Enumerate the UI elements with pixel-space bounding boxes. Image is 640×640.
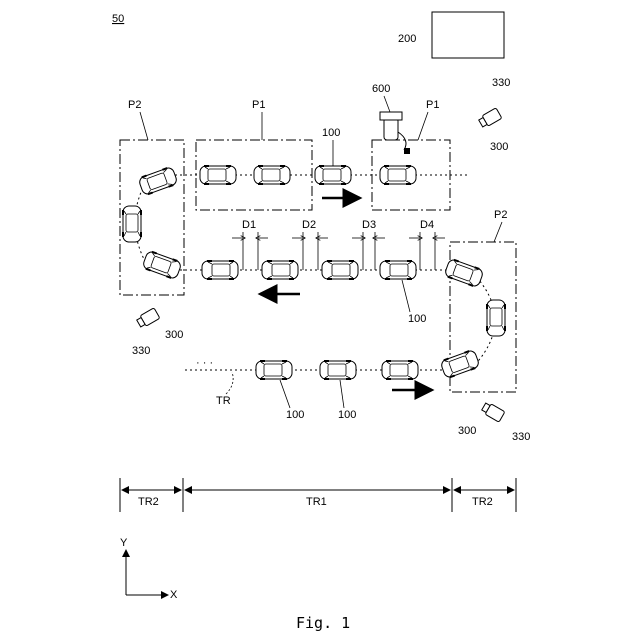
- server-label: 200: [398, 33, 416, 45]
- vehicle-label-bottom-a: 100: [286, 409, 304, 421]
- vehicle-bottom-3: [382, 360, 418, 380]
- gap-label-d4: D4: [420, 219, 434, 231]
- camera-label-bottom-right-330: 330: [512, 431, 530, 443]
- figure-caption: Fig. 1: [296, 614, 350, 632]
- leader-charger: [384, 96, 390, 112]
- leader-p1-right: [418, 112, 428, 140]
- region-label-left: TR2: [138, 496, 159, 508]
- region-label-right: TR2: [472, 496, 493, 508]
- gap-label-d1: D1: [242, 219, 256, 231]
- vehicle-label-bottom-b: 100: [338, 409, 356, 421]
- gap-label-d2: D2: [302, 219, 316, 231]
- camera-label-bottom-right-300: 300: [458, 425, 476, 437]
- camera-icon-middle-left: [136, 308, 160, 329]
- zone-label-p1-left: P1: [252, 99, 265, 111]
- vehicle-top-1: [200, 165, 236, 185]
- vehicle-middle-2: [262, 260, 298, 280]
- region-label-center: TR1: [306, 496, 327, 508]
- leader-vehicle-middle: [402, 280, 410, 312]
- vehicle-p2-right-2: [486, 300, 506, 336]
- vehicle-top-2: [254, 165, 290, 185]
- track-dots: · · ·: [196, 357, 213, 369]
- leader-track: [226, 372, 233, 394]
- vehicle-p2-left-3: [142, 249, 183, 280]
- camera-icon-bottom-right: [481, 401, 505, 422]
- vehicle-middle-3: [322, 260, 358, 280]
- zone-label-p2-left: P2: [128, 99, 141, 111]
- camera-label-middle-left-330: 330: [132, 345, 150, 357]
- vehicle-p2-right-3: [440, 348, 481, 379]
- track-label: TR: [216, 395, 231, 407]
- vehicle-top-3: [315, 165, 351, 185]
- vehicle-top-charging: [380, 165, 416, 185]
- vehicle-bottom-1: [256, 360, 292, 380]
- leader-p2-right: [494, 222, 502, 242]
- charger-icon: [380, 112, 410, 154]
- camera-label-top-right-330: 330: [492, 77, 510, 89]
- camera-icon-top-right: [478, 108, 502, 129]
- y-axis-label: Y: [120, 537, 128, 549]
- vehicle-label-middle: 100: [408, 313, 426, 325]
- vehicle-p2-left-1: [138, 165, 179, 196]
- vehicle-bottom-2: [320, 360, 356, 380]
- leader-vehicle-bottom-a: [280, 380, 290, 408]
- camera-label-top-right-300: 300: [490, 141, 508, 153]
- vehicle-p2-left-2: [122, 206, 142, 242]
- camera-label-middle-left-300: 300: [165, 329, 183, 341]
- server-box: [432, 12, 504, 58]
- vehicle-p2-right-1: [444, 257, 485, 288]
- leader-vehicle-bottom-b: [340, 380, 344, 408]
- zone-label-p2-right: P2: [494, 209, 507, 221]
- vehicle-middle-1: [202, 260, 238, 280]
- x-axis-label: X: [170, 589, 178, 601]
- charger-label: 600: [372, 83, 390, 95]
- gap-label-d3: D3: [362, 219, 376, 231]
- vehicle-middle-4: [380, 260, 416, 280]
- leader-p2-left: [140, 112, 148, 140]
- zone-label-p1-right: P1: [426, 99, 439, 111]
- figure-number: 50: [112, 13, 124, 25]
- vehicle-label-top: 100: [322, 127, 340, 139]
